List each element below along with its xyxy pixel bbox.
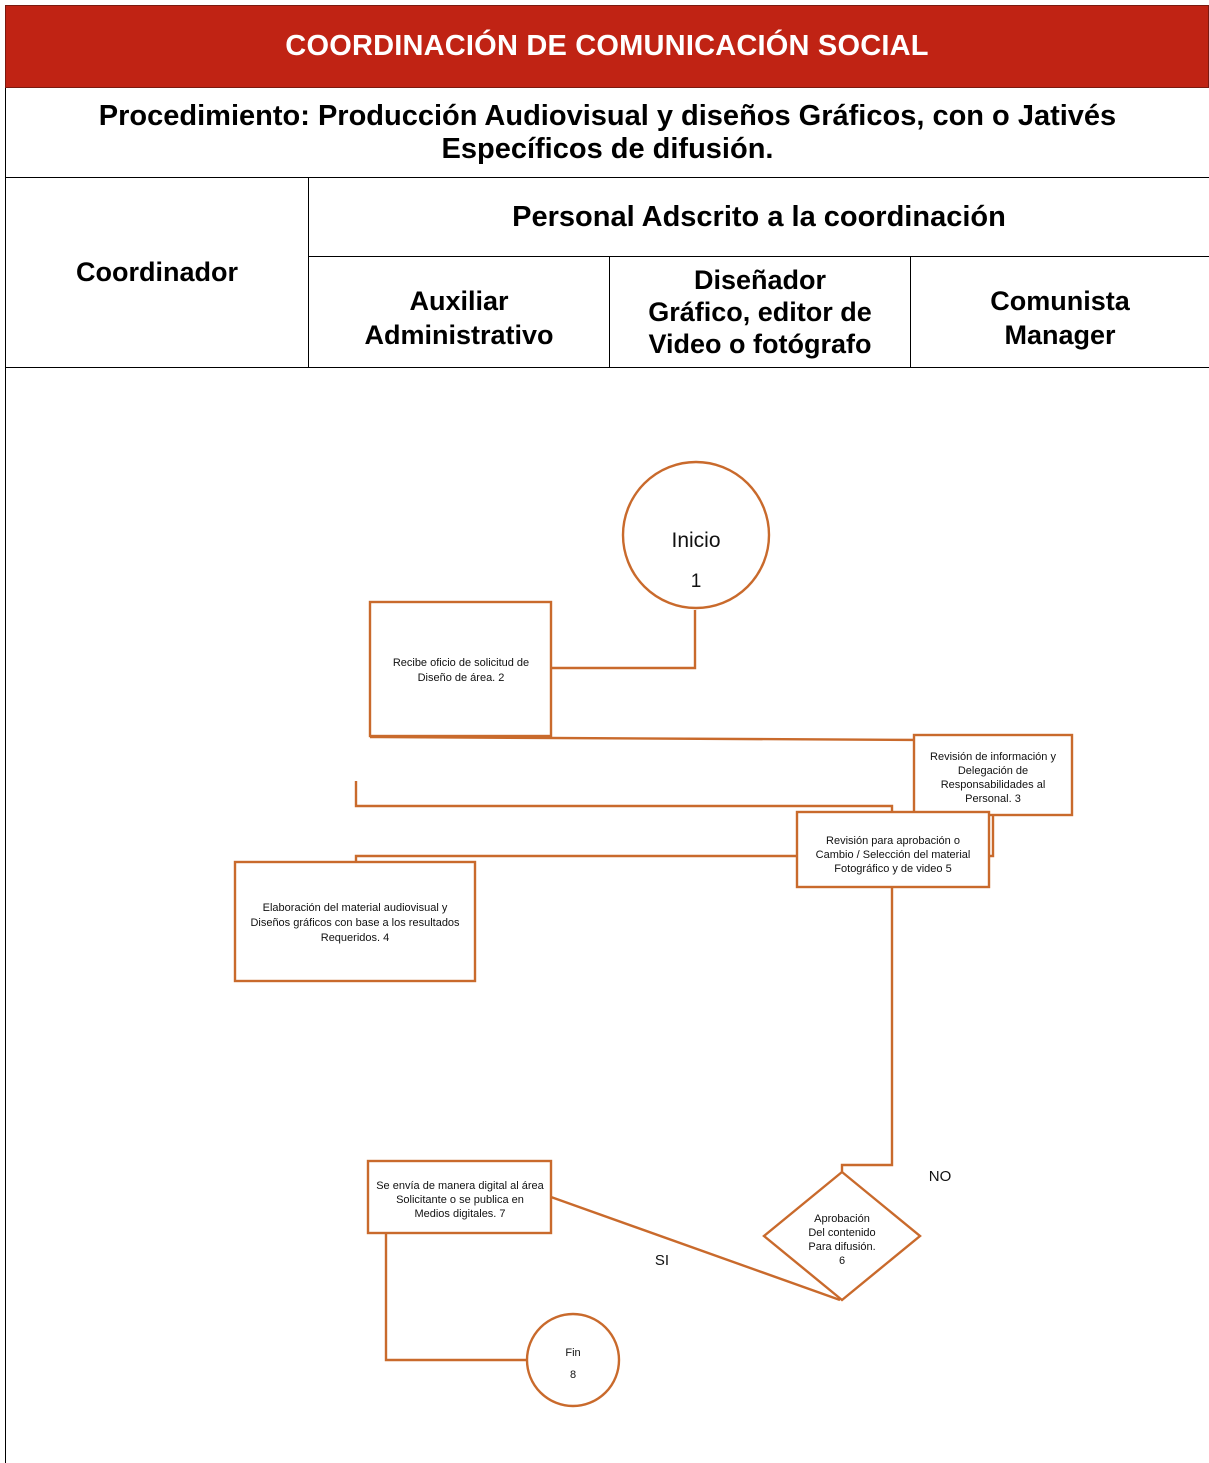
comunista-label-line: Comunista <box>990 286 1130 316</box>
branch-si-label: SI <box>655 1252 669 1269</box>
decision-6-text: 6 <box>839 1255 845 1267</box>
disenador-label-line: Diseñador <box>693 265 827 295</box>
column-header-auxiliar: Auxiliar Administrativo <box>309 257 610 368</box>
connector-4-5 <box>354 781 894 812</box>
procedure-line-2: Específicos de difusión. <box>441 132 774 165</box>
step-3-text: Revisión de información y <box>930 751 1056 763</box>
connector-3-4 <box>354 815 995 862</box>
step-5-box <box>795 810 991 889</box>
node-labels: Inicio 1 Recibe oficio de solicitud de D… <box>250 529 1056 1381</box>
connector-1-2 <box>551 610 697 670</box>
disenador-label-line: Gráfico, editor de <box>648 297 872 327</box>
start-node <box>621 460 771 610</box>
step-4-text: Diseños gráficos con base a los resultad… <box>250 917 460 929</box>
table-left-border <box>5 368 6 1463</box>
decision-6-text: Del contenido <box>808 1227 875 1239</box>
decision-6-diamond <box>762 1170 922 1302</box>
step-2-text: Diseño de área. 2 <box>418 672 505 684</box>
auxiliar-label-line: Auxiliar <box>409 286 509 316</box>
step-3-text: Responsabilidades al <box>941 779 1046 791</box>
step-7-text: Se envía de manera digital al área <box>376 1180 544 1192</box>
procedure-line-1: Procedimiento: Producción Audiovisual y … <box>98 99 1117 132</box>
step-5-text: Cambio / Selección del material <box>816 849 971 861</box>
nodes <box>233 460 1074 1408</box>
step-7-box <box>366 1159 553 1235</box>
step-2-box <box>368 600 553 738</box>
document-title: COORDINACIÓN DE COMUNICACIÓN SOCIAL <box>285 30 929 62</box>
column-header-disenador: Diseñador Gráfico, editor de Video o fot… <box>610 257 911 368</box>
step-7-text: Solicitante o se publica en <box>396 1194 524 1206</box>
step-4-box <box>233 860 477 983</box>
coordinador-label: Coordinador <box>76 257 238 287</box>
decision-6-text: Para difusión. <box>808 1241 875 1253</box>
column-group-personal: Personal Adscrito a la coordinación <box>309 178 1209 257</box>
end-node <box>525 1312 621 1408</box>
connector-7-8 <box>384 1233 528 1362</box>
step-7-text: Medios digitales. 7 <box>414 1208 505 1220</box>
step-5-text: Fotográfico y de video 5 <box>834 863 951 875</box>
step-4-text: Requeridos. 4 <box>321 932 390 944</box>
branch-no-label: NO <box>929 1168 952 1185</box>
comunista-label-line: Manager <box>1004 320 1116 350</box>
procedure-title: Procedimiento: Producción Audiovisual y … <box>5 88 1209 178</box>
start-label: Inicio <box>671 529 720 552</box>
personal-group-label: Personal Adscrito a la coordinación <box>512 200 1006 233</box>
start-number: 1 <box>691 571 702 592</box>
column-header-coordinador: Coordinador <box>5 178 309 368</box>
connector-6-7 <box>550 1195 841 1302</box>
step-3-text: Personal. 3 <box>965 793 1021 805</box>
step-3-box <box>912 733 1074 817</box>
end-label: Fin <box>565 1347 580 1359</box>
step-2-text: Recibe oficio de solicitud de <box>393 657 529 669</box>
step-4-text: Elaboración del material audiovisual y <box>263 902 448 914</box>
step-3-text: Delegación de <box>958 765 1028 777</box>
column-header-comunista: Comunista Manager <box>911 257 1209 368</box>
auxiliar-label-line: Administrativo <box>364 320 554 350</box>
document-title-bar: COORDINACIÓN DE COMUNICACIÓN SOCIAL <box>5 5 1209 88</box>
end-number: 8 <box>570 1369 576 1381</box>
decision-6-text: Aprobación <box>814 1213 870 1225</box>
connector-5-6 <box>840 887 894 1172</box>
disenador-label-line: Video o fotógrafo <box>648 329 872 359</box>
step-5-text: Revisión para aprobación o <box>826 835 960 847</box>
